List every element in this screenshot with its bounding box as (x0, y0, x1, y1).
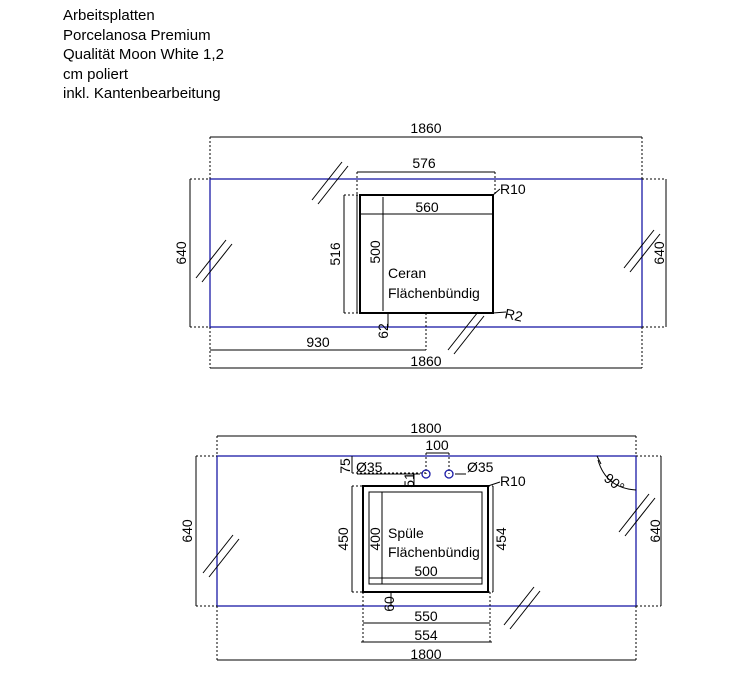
cutout-label: Ceran (388, 265, 426, 281)
dim-radius-inner: R2 (503, 305, 524, 324)
note-line: inkl. Kantenbearbeitung (63, 85, 221, 103)
dim-tap-offset: 75 (337, 458, 353, 474)
dim-offset-bottom: 62 (375, 323, 391, 339)
dim-width-top: 1860 (410, 120, 441, 136)
dim-sink-total-w: 554 (414, 627, 438, 643)
note-line: Qualität Moon White 1,2 (63, 46, 224, 64)
note-line: cm poliert (63, 65, 129, 83)
drawing-notes: Arbeitsplatten Porcelanosa Premium Quali… (63, 6, 224, 104)
radius-leader (492, 311, 507, 314)
break-mark (447, 311, 479, 351)
note-line: Arbeitsplatten (63, 7, 155, 24)
dim-sink-outer-h-right: 454 (493, 527, 509, 551)
dim-radius-outer: R10 (500, 181, 526, 197)
dim-cutout-inner-h: 500 (367, 240, 383, 264)
dim-width-bottom: 1860 (410, 353, 441, 369)
sink-basin-inner (368, 491, 483, 585)
break-mark (623, 229, 655, 269)
dim-height-right: 640 (647, 519, 663, 543)
dim-sink-inner-h: 400 (367, 527, 383, 551)
break-mark (509, 590, 541, 630)
break-mark (208, 538, 240, 578)
cutout-label: Flächenbündig (388, 285, 480, 301)
bottom-countertop-outline (216, 455, 637, 607)
sink-label: Spüle (388, 525, 424, 541)
dim-offset-bottom: 60 (381, 596, 397, 612)
dim-sink-outer-w: 550 (414, 608, 438, 624)
dim-tap-gap: 51 (401, 472, 417, 488)
radius-leader (492, 188, 501, 196)
bottom-worktop: 1800 100 75 Ø35 Ø35 51 R10 90° (179, 420, 663, 662)
dim-cutout-outer: 576 (412, 155, 436, 171)
angle-label: 90° (601, 470, 628, 496)
dim-cutout-inner: 560 (415, 199, 439, 215)
break-mark (311, 161, 343, 201)
radius-leader (487, 481, 501, 487)
tap-hole-left (421, 469, 431, 479)
dim-radius: R10 (500, 473, 526, 489)
dim-sink-outer-h: 450 (335, 527, 351, 551)
dim-sink-inner-w: 500 (414, 563, 438, 579)
dim-width-bottom: 1800 (410, 646, 441, 662)
tap-hole-right (444, 469, 454, 479)
sink-label: Flächenbündig (388, 544, 480, 560)
dim-height-left: 640 (173, 241, 189, 265)
angle-arc (597, 459, 637, 491)
break-mark (317, 165, 349, 205)
break-mark (503, 586, 535, 626)
break-mark (201, 243, 233, 283)
note-line: Porcelanosa Premium (63, 26, 211, 44)
break-mark (618, 493, 650, 533)
dim-height-left: 640 (179, 519, 195, 543)
dim-height-right: 640 (651, 241, 667, 265)
dim-tap-spacing: 100 (425, 437, 449, 453)
hole-diameter-right: Ø35 (467, 459, 494, 475)
break-mark (202, 534, 234, 574)
break-mark (624, 497, 656, 537)
break-mark (629, 233, 661, 273)
break-mark (195, 239, 227, 279)
break-mark (453, 315, 485, 355)
angle-tick (596, 455, 602, 465)
dim-offset-left: 930 (306, 334, 330, 350)
dim-cutout-outer-h: 516 (327, 242, 343, 266)
dim-width-top: 1800 (410, 420, 441, 436)
hole-diameter-left: Ø35 (356, 459, 383, 475)
top-worktop: 1860 576 R10 560 640 640 516 500 Ce (173, 120, 667, 369)
